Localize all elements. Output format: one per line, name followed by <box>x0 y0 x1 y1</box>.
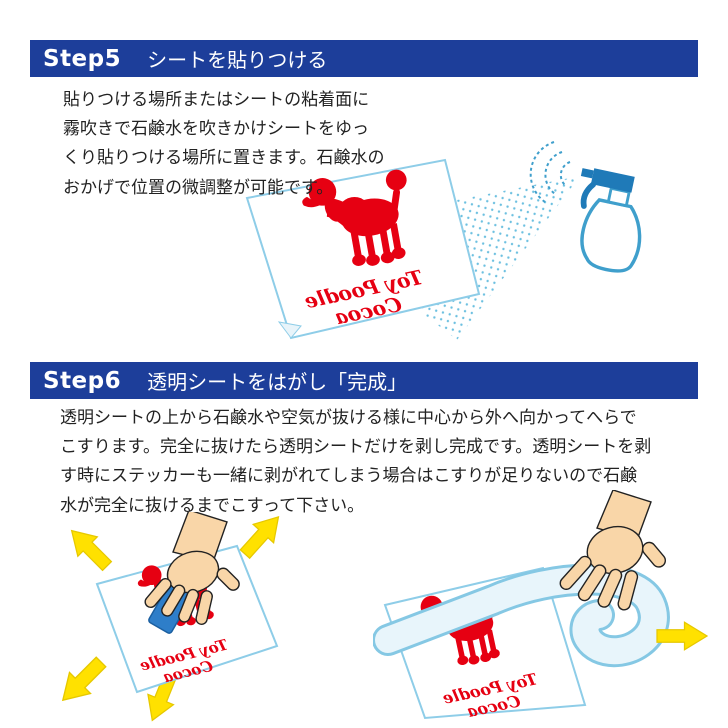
step5-header: Step5 シートを貼りつける <box>30 40 698 77</box>
step6-title: 透明シートをはがし「完成」 <box>147 370 408 394</box>
step6-body-text: 透明シートの上から石鹸水や空気が抜ける様に中心から外へ向かってへらで こすります… <box>60 408 652 516</box>
step6-squeegee-illustration: Toy Poodle Cocoa <box>51 512 290 722</box>
step6-label: Step6 <box>43 367 122 394</box>
spray-arcs <box>529 141 571 203</box>
peeling-hand <box>559 490 667 611</box>
step5-label: Step5 <box>43 45 122 72</box>
step5-title: シートを貼りつける <box>147 48 328 72</box>
step5-body-text: 貼りつける場所またはシートの粘着面に 霧吹きで石鹸水を吹きかけシートをゆっ くり… <box>63 90 385 198</box>
spray-bottle-icon <box>580 168 642 273</box>
arrow-down-left-icon <box>51 650 113 712</box>
hand-with-squeegee <box>144 512 240 625</box>
transparent-sheet-curl <box>373 563 670 668</box>
step5-illustration: Toy Poodle Cocoa <box>245 141 642 340</box>
arrow-up-left-icon <box>61 520 118 577</box>
step6-header: Step6 透明シートをはがし「完成」 <box>30 362 698 399</box>
step6-peel-illustration: Toy Poodle Cocoa <box>373 490 708 720</box>
sticker-sheet: Toy Poodle Cocoa <box>245 158 481 340</box>
